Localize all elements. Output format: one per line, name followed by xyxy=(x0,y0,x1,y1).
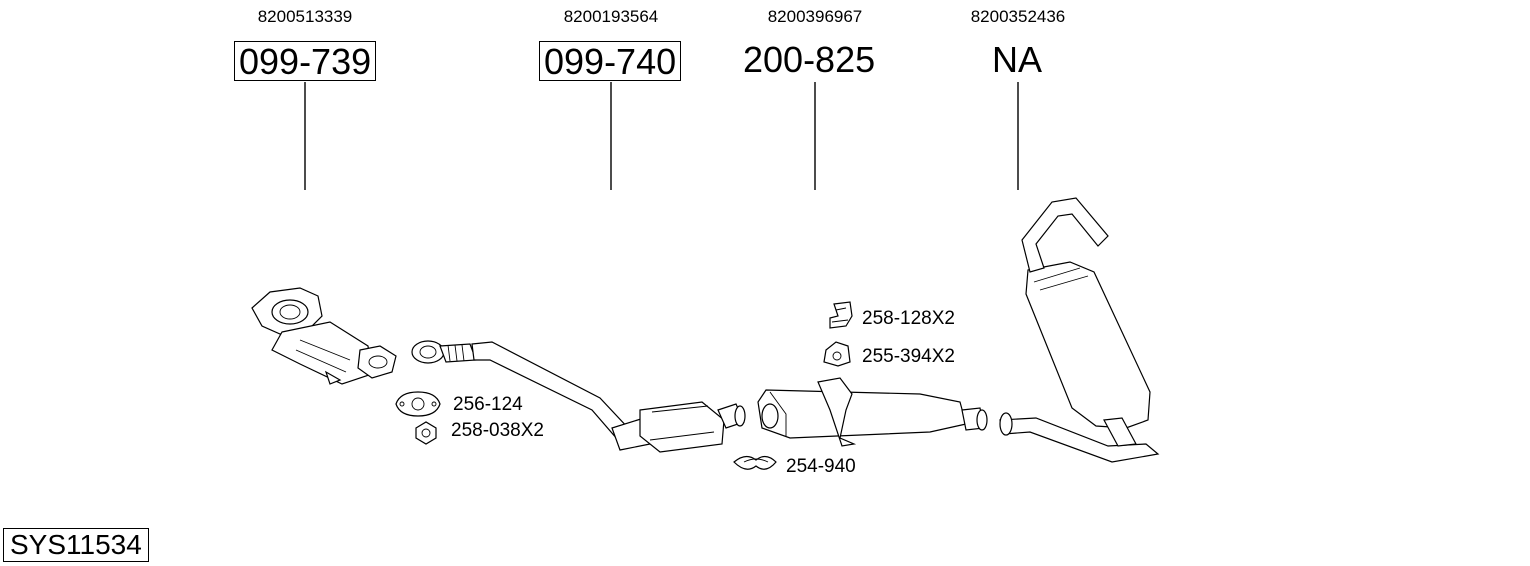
pipe-clamp-icon xyxy=(733,455,777,470)
part-number-3[interactable]: 200-825 xyxy=(743,39,876,80)
accessory-label-bracket[interactable]: 258-128X2 xyxy=(862,308,955,329)
system-code: SYS11534 xyxy=(3,528,149,562)
rear-silencer-drawing xyxy=(999,197,1160,463)
mounting-bracket-icon xyxy=(829,301,853,329)
middle-silencer-drawing xyxy=(757,377,988,447)
accessory-label-nut[interactable]: 258-038X2 xyxy=(451,420,544,441)
gasket-icon xyxy=(395,391,441,417)
manifold-catalyst-drawing xyxy=(251,287,397,385)
accessory-label-clamp[interactable]: 254-940 xyxy=(786,456,856,477)
rubber-hanger-icon xyxy=(823,341,851,367)
nut-icon xyxy=(415,421,437,445)
oem-number-3: 8200396967 xyxy=(767,7,863,26)
part-number-4[interactable]: NA xyxy=(992,39,1043,80)
part-number-1[interactable]: 099-739 xyxy=(234,41,377,81)
front-pipe-catalyst-drawing xyxy=(411,340,746,453)
oem-number-4: 8200352436 xyxy=(970,7,1066,26)
part-number-2[interactable]: 099-740 xyxy=(539,41,682,81)
accessory-label-gasket[interactable]: 256-124 xyxy=(453,394,523,415)
accessory-label-hanger[interactable]: 255-394X2 xyxy=(862,346,955,367)
oem-number-1: 8200513339 xyxy=(257,7,353,26)
leader-lines xyxy=(304,82,1019,190)
oem-number-2: 8200193564 xyxy=(563,7,659,26)
